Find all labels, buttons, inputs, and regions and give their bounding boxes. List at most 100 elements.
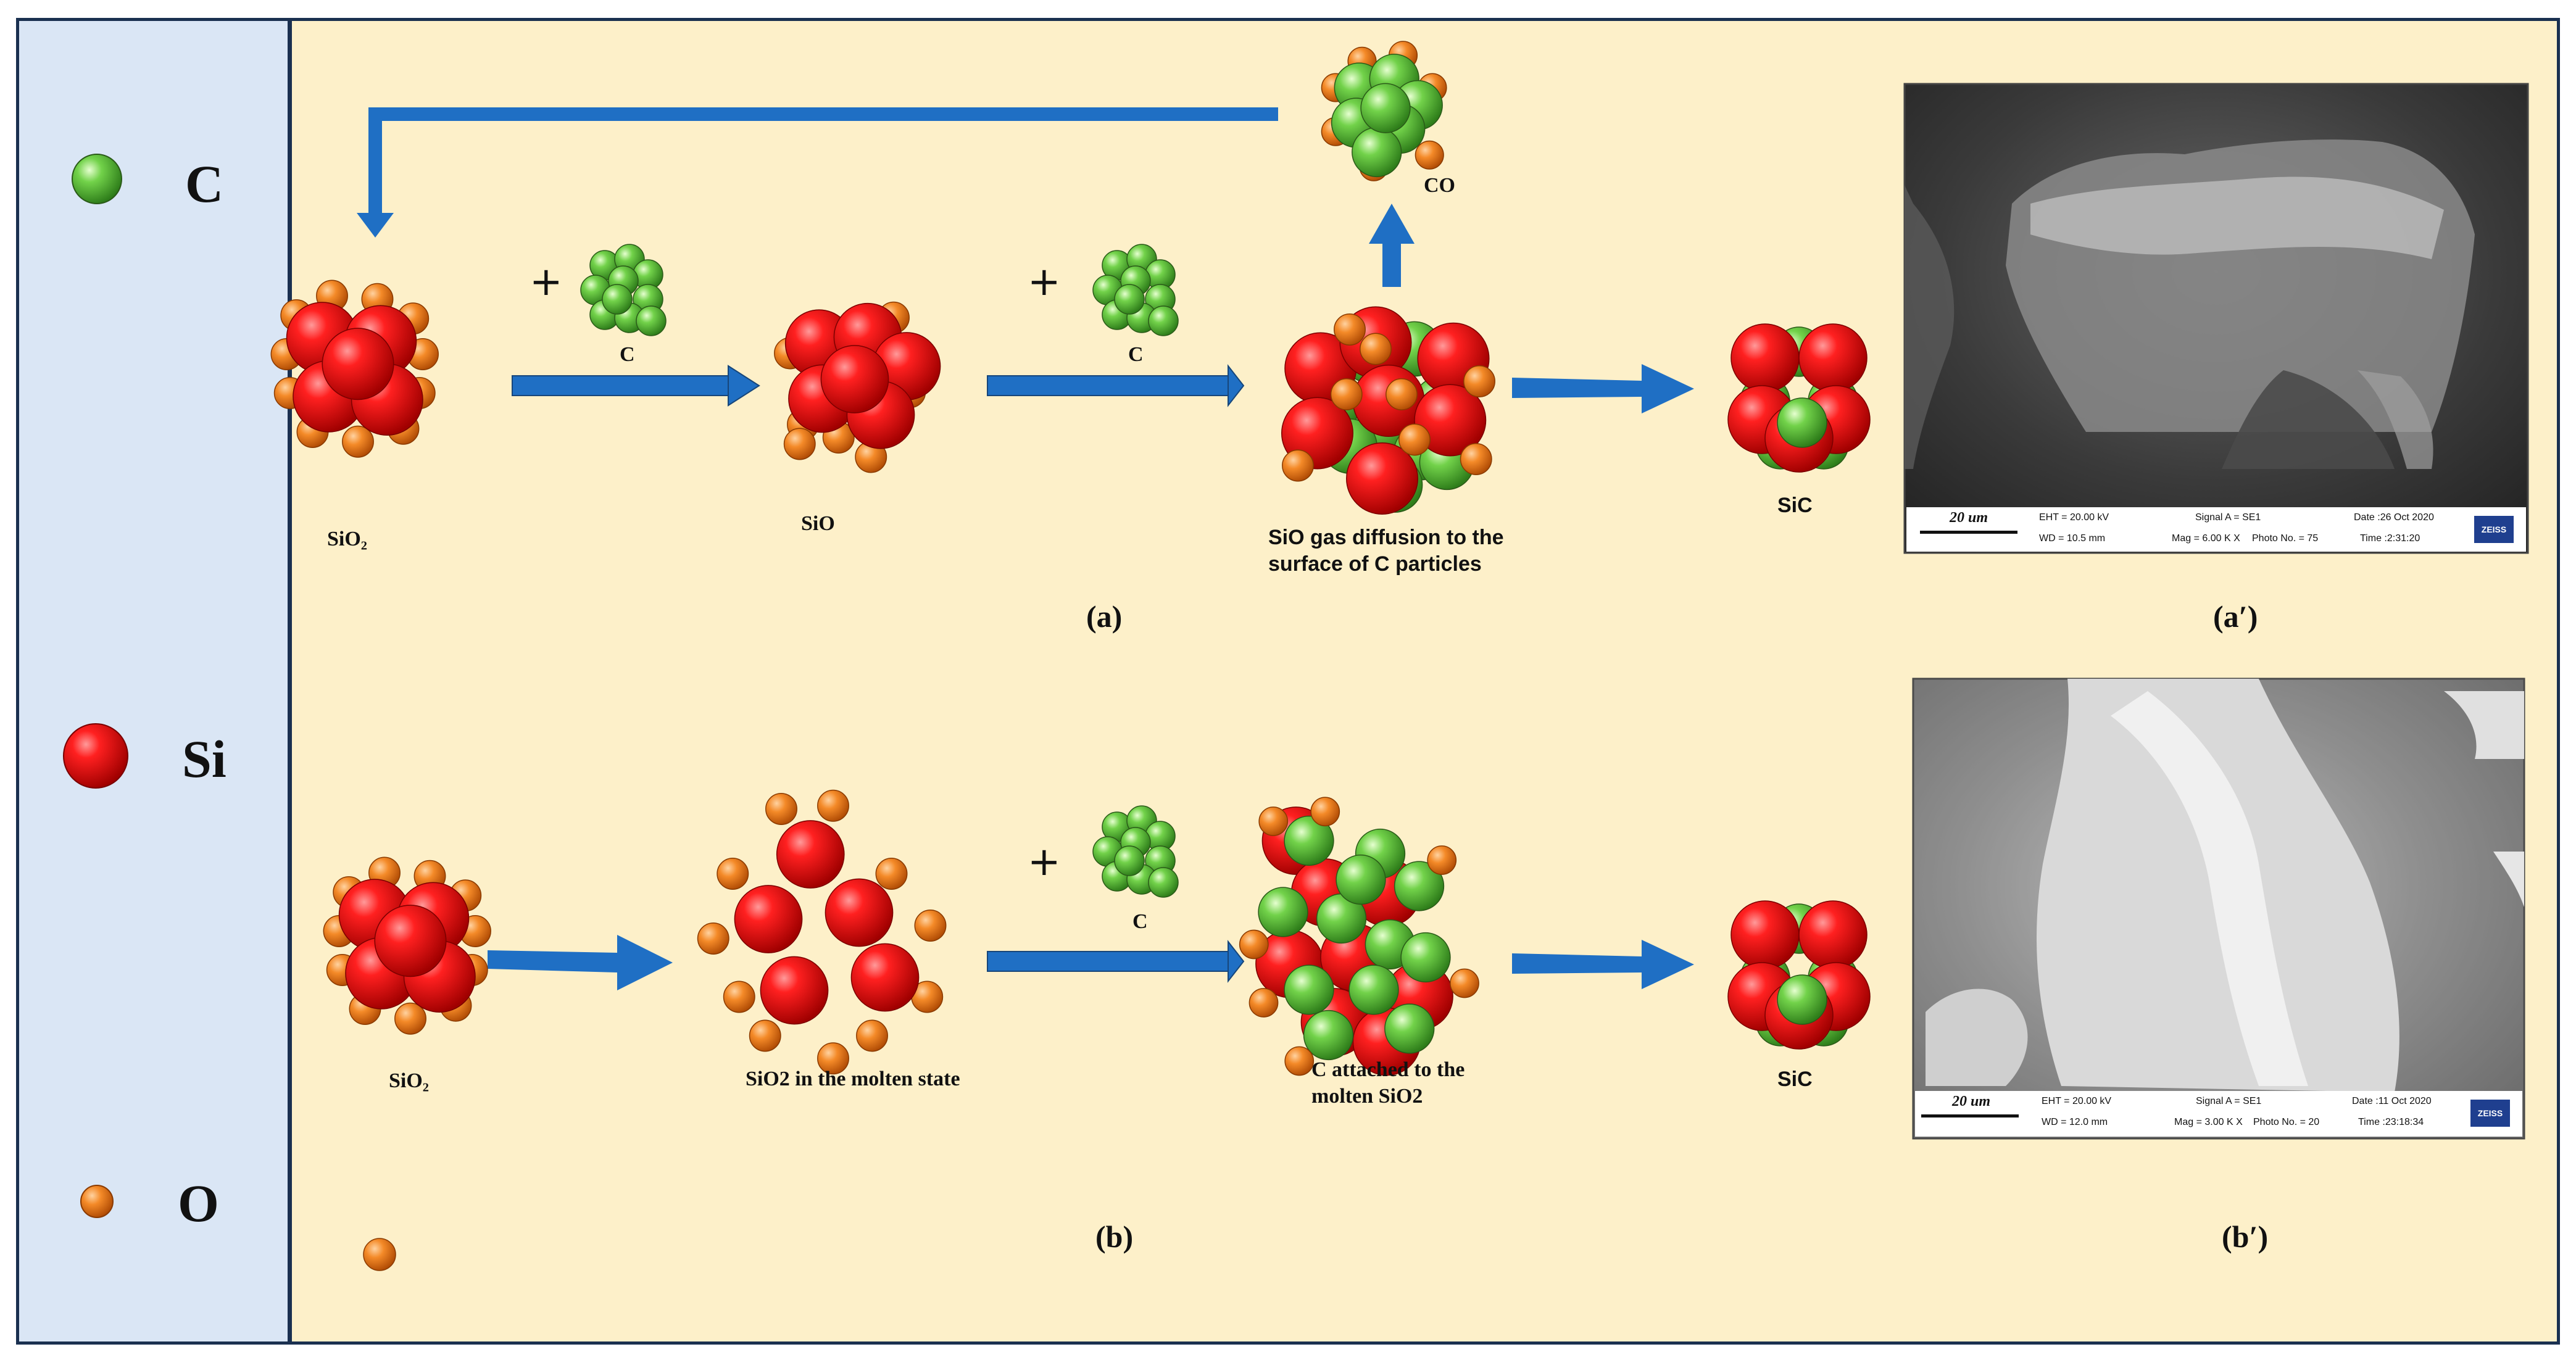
row-a-diffusion-label-line2: surface of C particles bbox=[1268, 552, 1482, 576]
silicon-atom bbox=[850, 943, 920, 1012]
atom-clusters bbox=[270, 41, 1871, 1271]
oxygen-atom bbox=[394, 1002, 426, 1035]
silicon-atom bbox=[1346, 442, 1418, 515]
oxygen-atom bbox=[765, 793, 797, 825]
sem-b-wd: WD = 12.0 mm bbox=[2042, 1117, 2108, 1127]
row-a-diffusion-label-line1: SiO gas diffusion to the bbox=[1268, 526, 1504, 549]
oxygen-atom bbox=[1360, 333, 1392, 365]
sem-image-b bbox=[1912, 678, 2525, 1140]
sem-a-info-bar: 20 um EHT = 20.00 kV WD = 10.5 mm Signal… bbox=[1906, 507, 2526, 552]
row-a-plus-1: + bbox=[530, 259, 563, 305]
carbon-atom bbox=[1303, 1010, 1354, 1061]
oxygen-atom bbox=[1463, 365, 1495, 397]
row-b-c-label: C bbox=[1132, 910, 1148, 933]
recycle-arrow bbox=[357, 107, 1278, 238]
oxygen-atom bbox=[1450, 968, 1479, 998]
row-a-sio2-label: SiO₂ bbox=[327, 528, 367, 550]
sem-b-photo: Photo No. = 20 bbox=[2253, 1117, 2320, 1127]
oxygen-atom bbox=[1239, 929, 1269, 960]
carbon-atom bbox=[1384, 1003, 1435, 1054]
silicon-atom bbox=[1798, 323, 1868, 392]
legend-carbon-label: C bbox=[185, 154, 224, 214]
row-a-c-label-2: C bbox=[1128, 343, 1144, 366]
row-a-plus-2: + bbox=[1028, 259, 1061, 305]
row-a-caption: (a) bbox=[1086, 599, 1123, 634]
row-a-arrow-2 bbox=[987, 364, 1245, 407]
carbon-atom bbox=[1148, 305, 1179, 336]
oxygen-atom bbox=[363, 1238, 396, 1271]
row-b-attached-label-line1: C attached to the bbox=[1311, 1058, 1465, 1081]
silicon-atom bbox=[760, 956, 829, 1025]
row-a-c-reactant-2 bbox=[1092, 244, 1179, 336]
row-a-sio-label: SiO bbox=[801, 512, 835, 535]
carbon-atom bbox=[1360, 83, 1411, 133]
silicon-atom bbox=[1798, 900, 1868, 969]
sem-a-time: Time :2:31:20 bbox=[2360, 533, 2420, 544]
row-b-molten-label: SiO2 in the molten state bbox=[746, 1068, 960, 1090]
row-b-attached-cluster bbox=[1239, 797, 1479, 1076]
row-b-sic-cluster bbox=[1727, 900, 1871, 1050]
row-b-caption: (b) bbox=[1095, 1219, 1134, 1254]
row-b-sic-label: SiC bbox=[1777, 1068, 1813, 1091]
carbon-atom bbox=[1336, 854, 1386, 905]
carbon-atom bbox=[1284, 815, 1334, 866]
oxygen-atom bbox=[914, 910, 947, 942]
row-b-sem-caption: (b′) bbox=[2222, 1219, 2269, 1254]
row-a-sic-cluster bbox=[1727, 323, 1871, 473]
sem-image-a bbox=[1903, 83, 2529, 554]
row-b-sio2-label: SiO₂ bbox=[389, 1069, 429, 1092]
row-b-plus: + bbox=[1028, 839, 1061, 885]
legend-silicon-atom bbox=[63, 723, 128, 789]
silicon-atom bbox=[825, 878, 894, 947]
row-a-sio2-cluster bbox=[270, 280, 439, 458]
row-a-diffusion-cluster bbox=[1281, 306, 1495, 515]
sem-b-date: Date :11 Oct 2020 bbox=[2352, 1096, 2432, 1106]
oxygen-atom bbox=[875, 858, 908, 890]
oxygen-atom bbox=[749, 1019, 781, 1052]
silicon-atom bbox=[1414, 384, 1487, 457]
oxygen-atom bbox=[856, 1019, 888, 1052]
row-a-sic-label: SiC bbox=[1777, 494, 1813, 517]
row-a-c-reactant-1 bbox=[580, 244, 667, 336]
carbon-atom bbox=[602, 284, 633, 315]
row-b-sio2-cluster bbox=[323, 856, 491, 1035]
row-b-arrow-1 bbox=[488, 935, 673, 990]
silicon-atom bbox=[1730, 900, 1800, 969]
sem-b-mag: Mag = 3.00 K X bbox=[2174, 1117, 2243, 1127]
carbon-atom bbox=[1114, 284, 1145, 315]
oxygen-atom bbox=[1258, 806, 1289, 836]
oxygen-atom bbox=[1284, 1046, 1315, 1076]
oxygen-atom bbox=[817, 1042, 849, 1075]
oxygen-atom bbox=[1330, 378, 1363, 410]
oxygen-atom bbox=[1398, 423, 1431, 456]
sem-b-time: Time :23:18:34 bbox=[2358, 1117, 2424, 1127]
row-b-molten-cluster bbox=[697, 789, 947, 1075]
carbon-atom bbox=[636, 305, 667, 336]
sem-a-mag: Mag = 6.00 K X bbox=[2172, 533, 2240, 544]
legend-oxygen-label: O bbox=[178, 1174, 219, 1233]
row-a-arrow-3 bbox=[1512, 364, 1694, 413]
oxygen-atom bbox=[717, 858, 749, 890]
oxygen-atom bbox=[1415, 140, 1444, 170]
sem-a-brand-logo: ZEISS bbox=[2474, 516, 2514, 543]
oxygen-atom bbox=[723, 981, 755, 1013]
oxygen-atom bbox=[817, 789, 849, 822]
oxygen-atom bbox=[1427, 845, 1457, 875]
row-b-c-reactant bbox=[1092, 805, 1179, 898]
silicon-atom bbox=[322, 328, 394, 400]
oxygen-atom bbox=[1282, 449, 1314, 482]
carbon-atom bbox=[1352, 126, 1402, 178]
row-a-arrow-1 bbox=[512, 365, 760, 407]
row-a-co-label: CO bbox=[1424, 174, 1455, 197]
sem-b-signal: Signal A = SE1 bbox=[2196, 1096, 2262, 1106]
sem-a-scale-bar bbox=[1920, 531, 2017, 534]
row-a-sio-cluster bbox=[774, 301, 941, 473]
sem-a-date: Date :26 Oct 2020 bbox=[2354, 512, 2434, 523]
sem-b-eht: EHT = 20.00 kV bbox=[2042, 1096, 2112, 1106]
sem-b-info-bar: 20 um EHT = 20.00 kV WD = 12.0 mm Signal… bbox=[1915, 1091, 2522, 1137]
sem-b-brand-logo: ZEISS bbox=[2470, 1100, 2510, 1127]
oxygen-atom bbox=[1249, 988, 1279, 1018]
silicon-atom bbox=[734, 885, 803, 953]
row-b-arrow-2 bbox=[987, 940, 1245, 983]
